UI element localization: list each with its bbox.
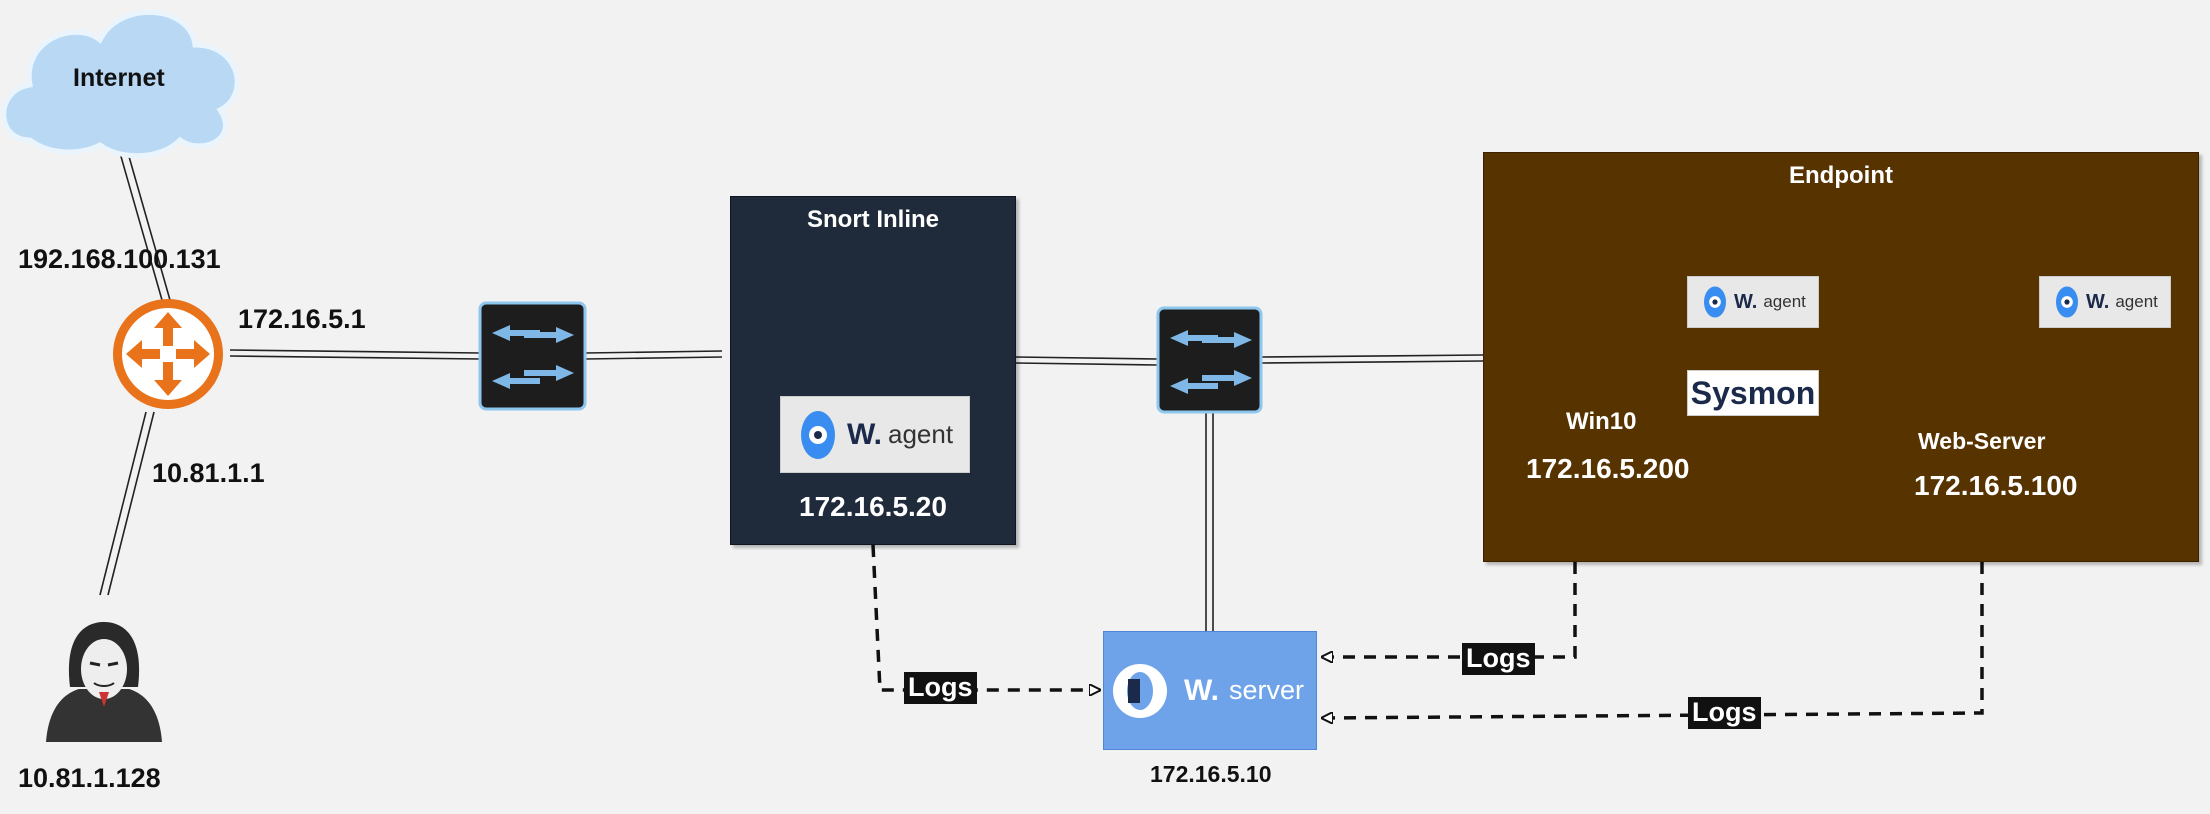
- wazuh-server-logo-text: W.: [1184, 673, 1219, 707]
- wazuh-server-ip: 172.16.5.10: [1150, 761, 1272, 787]
- hacker-icon: [46, 622, 162, 742]
- logs-label-webserver: Logs: [1688, 697, 1761, 729]
- win10-ip: 172.16.5.200: [1526, 453, 1690, 484]
- wazuh-logo-text: W.: [2086, 290, 2110, 313]
- log-flow-win10: [1322, 562, 1577, 657]
- router-wan-ip: 192.168.100.131: [18, 244, 221, 274]
- attacker-ip: 10.81.1.128: [18, 763, 161, 793]
- webserver-wazuh-agent-badge: W. agent: [2039, 276, 2171, 328]
- cloud-icon: [1, 9, 240, 159]
- wazuh-logo-text: W.: [1734, 290, 1758, 313]
- link-switch2-endpoint: [1260, 354, 1484, 358]
- wazuh-server-label: server: [1229, 675, 1305, 705]
- cloud-label: Internet: [73, 64, 165, 92]
- wazuh-server-box[interactable]: W. server: [1103, 631, 1317, 750]
- snort-wazuh-agent-badge: W. agent: [780, 396, 970, 473]
- link-router-switch1: [229, 349, 481, 354]
- router-lan-ip: 172.16.5.1: [238, 304, 366, 334]
- agent-label: agent: [888, 419, 954, 449]
- wazuh-eye-icon: [1704, 286, 1726, 318]
- network-links: [99, 152, 1484, 631]
- log-flow-webserver: [1322, 562, 1984, 718]
- snort-inline-box[interactable]: [730, 196, 1016, 545]
- webserver-label: Web-Server: [1918, 428, 2046, 454]
- win10-wazuh-agent-badge: W. agent: [1687, 276, 1819, 328]
- log-flows: [871, 544, 1984, 718]
- link-router-attacker: [99, 411, 147, 596]
- snort-ip: 172.16.5.20: [799, 491, 947, 522]
- link-snort-switch2: [1015, 356, 1159, 360]
- switch-icon: [1156, 306, 1263, 414]
- agent-label: agent: [1763, 292, 1806, 311]
- link-internet-router: [119, 152, 163, 301]
- router-attacker-side-ip: 10.81.1.1: [152, 458, 265, 488]
- logs-label-win10: Logs: [1462, 643, 1535, 675]
- sysmon-badge: Sysmon: [1687, 370, 1819, 416]
- webserver-ip: 172.16.5.100: [1914, 470, 2078, 501]
- agent-label: agent: [2115, 292, 2158, 311]
- router-icon: [113, 299, 223, 409]
- link-switch1-snort: [584, 350, 723, 354]
- wazuh-eye-icon: [2056, 286, 2078, 318]
- switch-icon: [478, 301, 587, 411]
- wazuh-logo-text: W.: [847, 417, 882, 451]
- wazuh-eye-icon: [1113, 663, 1167, 718]
- logs-label-snort: Logs: [904, 672, 977, 704]
- snort-title: Snort Inline: [807, 206, 939, 233]
- endpoint-group-box: [1483, 152, 2199, 562]
- endpoint-title: Endpoint: [1789, 162, 1893, 189]
- win10-label: Win10: [1566, 408, 1637, 435]
- wazuh-eye-icon: [801, 410, 835, 459]
- log-flow-snort: [871, 544, 1100, 690]
